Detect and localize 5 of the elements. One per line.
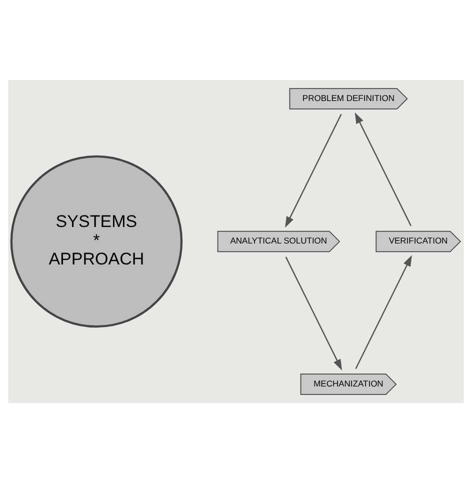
arrow (355, 254, 412, 368)
arrow (285, 113, 342, 228)
arrow (354, 112, 412, 226)
arrow (285, 256, 342, 370)
node-circle: SYSTEMS * APPROACH (10, 154, 183, 328)
